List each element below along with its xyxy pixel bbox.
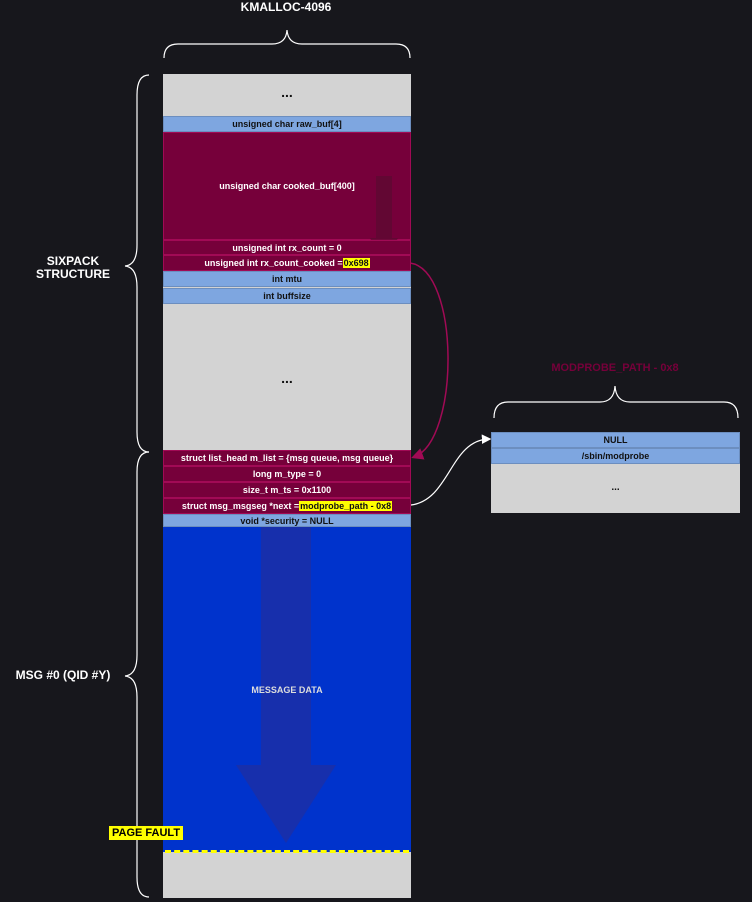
field-next: struct msg_msgseg *next = modprobe_path … [163,498,411,514]
mid-ellipsis: ... [281,370,293,386]
page-fault-line [165,850,409,853]
field-cooked-buf: unsigned char cooked_buf[400] [163,132,411,240]
kmalloc-title: KMALLOC-4096 [240,0,332,14]
field-m-ts: size_t m_ts = 0x1100 [163,482,411,498]
modprobe-null: NULL [491,432,740,448]
field-mtu: int mtu [163,271,411,287]
field-rx-count: unsigned int rx_count = 0 [163,240,411,255]
rx-count-cooked-label: unsigned int rx_count_cooked = [204,258,343,268]
field-raw-buf: unsigned char raw_buf[4] [163,116,411,132]
message-data-label: MESSAGE DATA [251,685,323,695]
modprobe-path: /sbin/modprobe [491,448,740,464]
top-ellipsis: ... [281,84,293,100]
next-value: modprobe_path - 0x8 [299,501,393,511]
overflow-arrow [409,262,449,460]
field-rx-count-cooked: unsigned int rx_count_cooked = 0x698 [163,255,411,271]
modprobe-brace [493,385,739,419]
field-security: void *security = NULL [163,514,411,527]
page-fault-label: PAGE FAULT [109,826,184,840]
msg-brace [124,451,150,898]
sixpack-brace [124,74,150,453]
field-m-type: long m_type = 0 [163,466,411,482]
modprobe-ellipsis: ... [611,482,620,493]
modprobe-title: MODPROBE_PATH - 0x8 [551,362,679,374]
next-pointer-arrow [410,434,492,506]
cooked-buf-label: unsigned char cooked_buf[400] [219,181,355,191]
msg-label: MSG #0 (QID #Y) [15,668,111,682]
field-buffsize: int buffsize [163,288,411,304]
rx-count-cooked-value: 0x698 [342,258,370,268]
next-label: struct msg_msgseg *next = [181,501,300,511]
sixpack-structure-label: SIXPACK STRUCTURE [36,254,110,281]
kmalloc-brace [163,29,411,59]
message-data-arrow [236,527,336,843]
field-m-list: struct list_head m_list = {msg queue, ms… [163,450,411,466]
